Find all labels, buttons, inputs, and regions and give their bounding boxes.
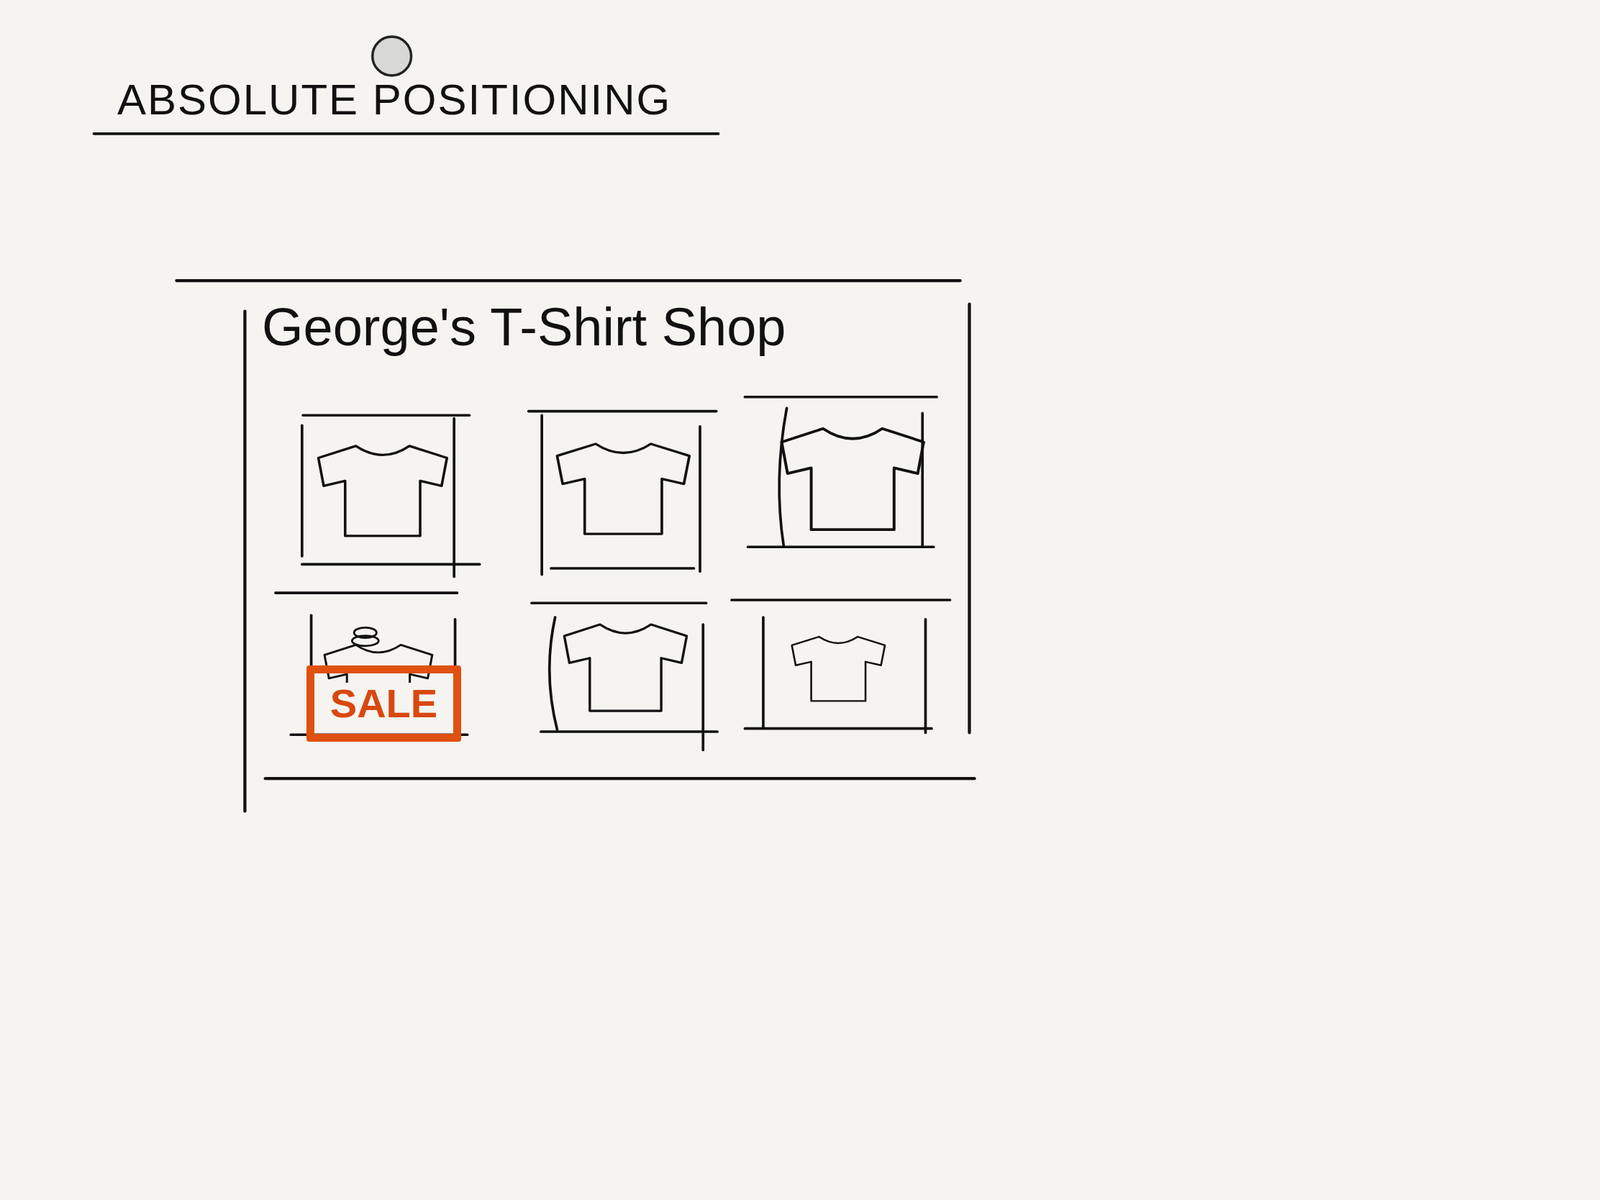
t-shirt bbox=[556, 443, 690, 534]
shop-heading: George's T-Shirt Shop bbox=[261, 296, 786, 358]
product-box bbox=[528, 411, 717, 575]
sale-text: SALE bbox=[325, 682, 442, 726]
t-shirt bbox=[564, 624, 687, 711]
shop-frame-lines bbox=[176, 280, 975, 812]
title-rule bbox=[93, 132, 718, 136]
product-box bbox=[275, 592, 468, 735]
shop-frame: George's T-Shirt ShopSALE bbox=[244, 280, 970, 779]
cursor-dot bbox=[372, 36, 412, 76]
sketch-title: ABSOLUTE POSITIONING bbox=[117, 74, 672, 125]
sale-badge: SALE bbox=[306, 665, 462, 742]
t-shirt bbox=[781, 428, 924, 530]
t-shirt bbox=[318, 446, 448, 536]
t-shirt bbox=[792, 636, 885, 701]
product-box bbox=[302, 415, 480, 577]
product-box bbox=[731, 600, 951, 733]
product-box bbox=[744, 397, 937, 548]
hanger bbox=[351, 627, 379, 647]
product-box bbox=[531, 602, 718, 750]
